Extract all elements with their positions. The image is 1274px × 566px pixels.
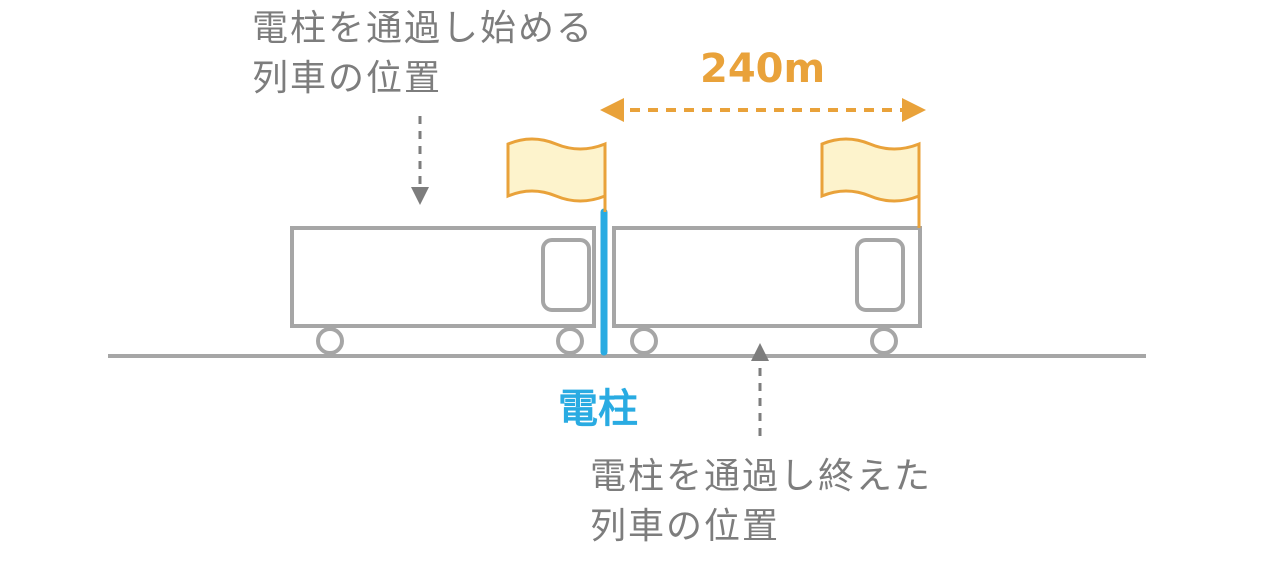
flag-start-cloth <box>506 137 607 203</box>
train-start-window <box>541 238 591 312</box>
label-end-position: 電柱を通過し終えた 列車の位置 <box>590 452 932 552</box>
flag-start <box>506 137 607 212</box>
label-end-line1: 電柱を通過し終えた <box>590 456 933 497</box>
train-start-position <box>290 226 596 355</box>
train-end-wheel-front <box>870 327 898 355</box>
flag-end-cloth <box>820 137 921 203</box>
label-pole: 電柱 <box>558 386 638 432</box>
train-end-wheel-rear <box>630 327 658 355</box>
label-end-line2: 列車の位置 <box>590 506 781 547</box>
label-start-line1: 電柱を通過し始める <box>252 8 595 49</box>
train-start-wheel-front <box>556 327 584 355</box>
label-start-line2: 列車の位置 <box>252 58 443 99</box>
train-end-window <box>855 238 905 312</box>
train-end-position <box>612 226 922 355</box>
label-distance: 240m <box>700 46 826 92</box>
train-start-wheel-rear <box>316 327 344 355</box>
label-start-position: 電柱を通過し始める 列車の位置 <box>252 4 594 104</box>
flag-end <box>820 137 921 228</box>
